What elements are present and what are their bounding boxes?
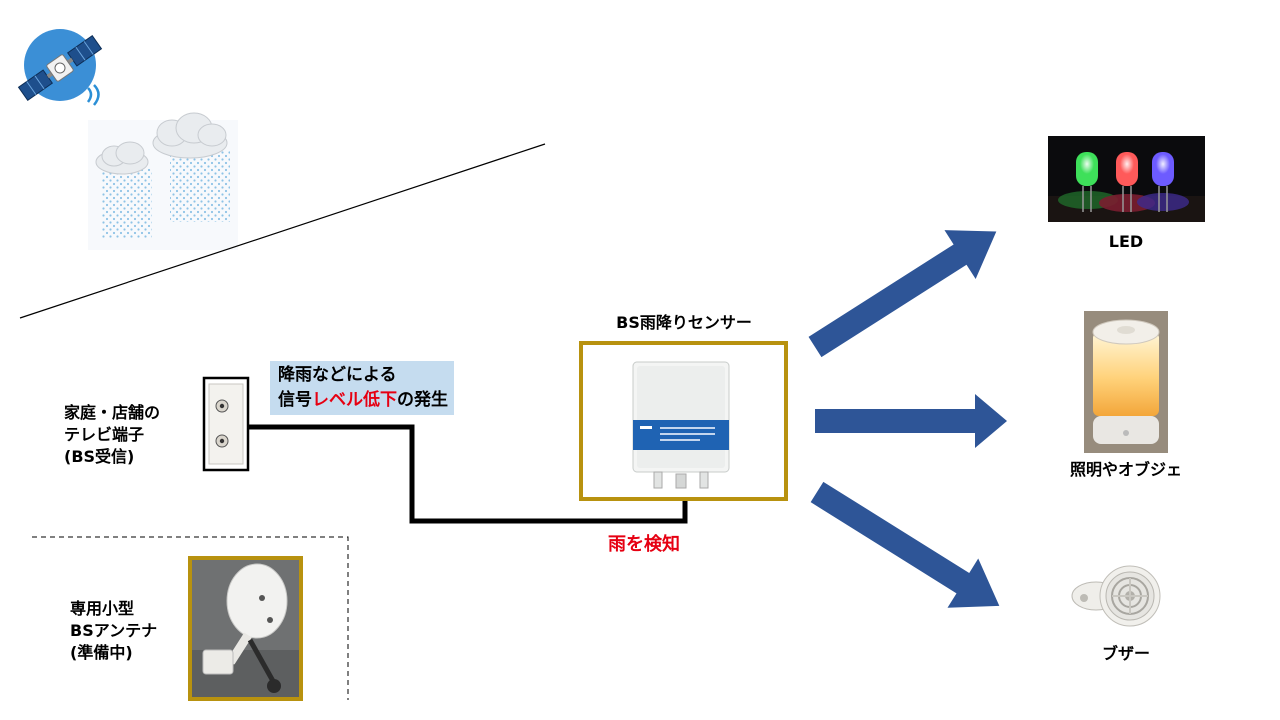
outlet-label-line1: 家庭・店舗の (64, 403, 161, 422)
antenna-label-line1: 専用小型 (70, 599, 135, 618)
arrow-to-lamp (815, 394, 1007, 448)
signal-drop-callout: 降雨などによる 信号レベル低下の発生 (270, 361, 454, 415)
tv-outlet-image (202, 376, 250, 472)
antenna-label-line2: BSアンテナ (70, 621, 158, 640)
dashed-separator (32, 536, 349, 700)
buzzer-label: ブザー (1101, 644, 1150, 663)
sensor-frame (579, 341, 788, 501)
rain-sensor-device-image (632, 361, 730, 489)
arrow-to-led (808, 230, 997, 358)
antenna-label: 専用小型 BSアンテナ (準備中) (70, 598, 157, 664)
coax-cable (248, 424, 688, 524)
led-label: LED (1108, 232, 1144, 251)
callout-line1: 降雨などによる (278, 365, 397, 385)
arrow-to-buzzer (810, 481, 1000, 608)
sensor-title: BS雨降りセンサー (616, 313, 752, 332)
lamp-label: 照明やオブジェ (1069, 460, 1182, 479)
callout-line2-suffix: の発生 (397, 390, 448, 410)
callout-highlight: レベル低下 (312, 390, 397, 410)
led-image (1048, 136, 1205, 222)
signal-path-line (19, 143, 546, 319)
satellite-icon (17, 29, 103, 106)
callout-line2-prefix: 信号 (278, 390, 312, 410)
outlet-label: 家庭・店舗の テレビ端子 (BS受信) (64, 402, 160, 468)
buzzer-image (1071, 565, 1161, 627)
callout-line2: 信号レベル低下の発生 (278, 388, 448, 413)
rain-cloud-icon (88, 112, 238, 250)
antenna-label-line3: (準備中) (70, 643, 133, 662)
lamp-image (1084, 311, 1168, 453)
detect-rain-label: 雨を検知 (608, 534, 680, 555)
bs-antenna-image (188, 556, 303, 701)
outlet-label-line2: テレビ端子 (64, 425, 145, 444)
outlet-label-line3: (BS受信) (64, 447, 135, 466)
